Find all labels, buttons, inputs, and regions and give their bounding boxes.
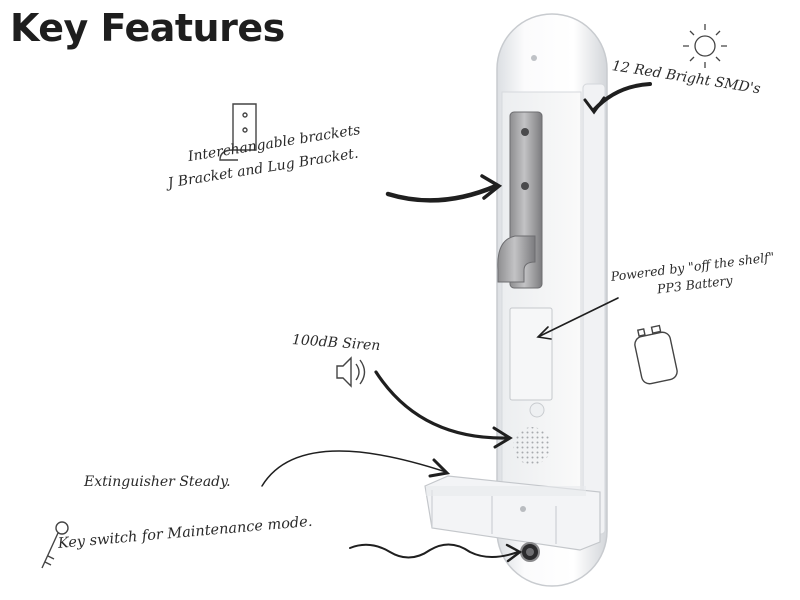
key-switch — [520, 542, 540, 562]
page-title: Key Features — [10, 6, 285, 50]
extinguisher-annotation: Extinguisher Steady. — [84, 474, 231, 490]
battery-compartment — [509, 307, 553, 401]
battery-icon — [634, 324, 678, 385]
annotation-arrows — [261, 82, 652, 563]
j-bracket-icon — [219, 103, 257, 161]
extinguisher-cradle — [424, 475, 601, 551]
sun-icon — [683, 24, 727, 68]
j-bracket — [497, 111, 543, 289]
speaker-grille — [513, 427, 551, 465]
key-icon — [41, 521, 69, 569]
speaker-icon — [336, 356, 366, 388]
